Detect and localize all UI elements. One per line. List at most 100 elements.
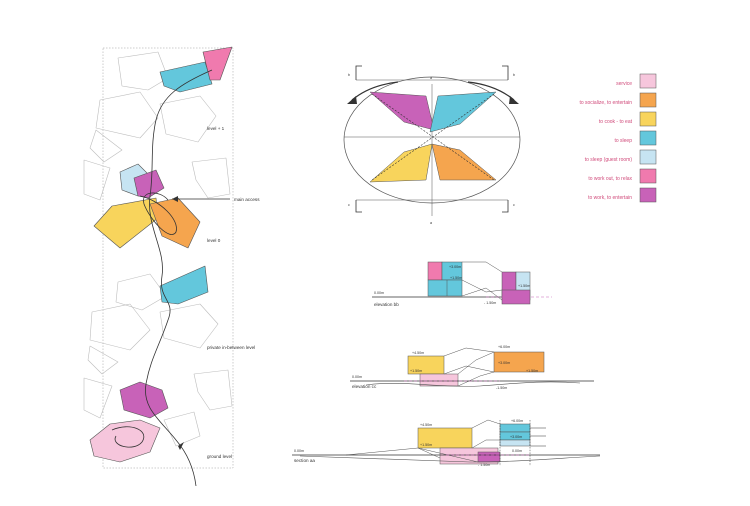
label-level-0: level 0 [207, 238, 221, 243]
level-mark: -1.50m [496, 386, 507, 390]
stack-guide-box [102, 47, 234, 469]
connector-line [443, 347, 495, 357]
main-access-arrowhead [172, 196, 178, 202]
bracket-b-left [355, 65, 362, 80]
datum-label: 0.00m [352, 375, 362, 379]
mark-a-bottom: a [430, 221, 432, 225]
outline-shape [159, 303, 219, 349]
connector-line [462, 261, 503, 273]
level-mark: +3.00m [449, 265, 461, 269]
outline-shape [83, 159, 111, 201]
legend-item-sleep: to sleep [614, 130, 657, 146]
level-mark: +1.50m [526, 369, 538, 373]
mark-a-top: a [430, 76, 432, 80]
outline-shape [89, 129, 123, 163]
bracket-c-left [355, 200, 362, 213]
mark-c-right: c [513, 203, 515, 207]
legend-label: service [616, 81, 632, 87]
elevation-bb-title: elevation bb [374, 302, 399, 307]
guest-block [499, 439, 531, 447]
terrain-line [365, 381, 581, 387]
service-block [419, 373, 459, 387]
datum-label: 0.00m [374, 291, 384, 295]
rotate-right-arrowhead [509, 96, 519, 104]
level-mark: +4.50m [412, 351, 424, 355]
level-mark: +1.50m [518, 284, 530, 288]
legend-swatch-sleep [639, 130, 657, 146]
level-mark: - 1.50m [478, 463, 490, 467]
legend-item-socialize: to socialize, to entertain [579, 92, 657, 108]
level-mark: +4.50m [420, 423, 432, 427]
elevation-cc-title: elevation cc [352, 384, 377, 389]
legend-swatch-work [639, 187, 657, 203]
level-mark: - 1.50m [484, 301, 496, 305]
sleep-shape [159, 61, 213, 93]
outline-shape [87, 345, 119, 375]
section-aa: 0.00m +6.00m +4.50m +3.00m +1.50m 0.00m … [292, 419, 601, 467]
mark-b-right: b [513, 73, 515, 77]
legend-item-work: to work, to entertain [588, 187, 657, 203]
mark-b-left: b [348, 73, 350, 77]
level-mark: +3.00m [510, 435, 522, 439]
connector-line [457, 351, 495, 375]
legend-swatch-workout [639, 168, 657, 184]
rotate-left-arrowhead [347, 96, 357, 104]
path-arrowhead [178, 442, 184, 450]
access-loop [139, 192, 177, 235]
connector-line [471, 419, 501, 429]
label-private: private in-between level [207, 345, 255, 350]
ground-loop [111, 426, 145, 448]
sleep-block [427, 279, 463, 297]
vertical-stack: level + 1 main access level 0 private in… [83, 46, 260, 487]
legend-item-service: service [616, 73, 657, 89]
socialize-block [493, 351, 545, 373]
outline-shape [193, 369, 233, 411]
terrain-line [299, 455, 601, 463]
level-mark: +1.50m [410, 369, 422, 373]
level-mark: +3.00m [498, 361, 510, 365]
level-mark: +1.50m [420, 443, 432, 447]
connector-line [457, 371, 495, 387]
bracket-b-right [502, 65, 509, 80]
legend-item-workout: to work out, to relax [588, 168, 657, 184]
outline-shape [163, 411, 201, 447]
outline-shape [117, 51, 169, 91]
datum-label: 0.00m [294, 449, 304, 453]
bracket-c-right [502, 200, 509, 213]
level-mark: +1.50m [450, 276, 462, 280]
legend-item-cook: to cook - to eat [599, 111, 657, 127]
legend-label: to work, to entertain [588, 195, 632, 201]
elevation-bb: 0.00m +3.00m +1.50m - 1.50m +1.50m eleva… [372, 261, 552, 307]
label-level-plus1: level + 1 [207, 126, 225, 131]
socialize-shape [149, 197, 201, 249]
plan-diagram: a a b b c c [343, 65, 521, 225]
legend-label: to socialize, to entertain [579, 100, 632, 106]
connector-line [461, 287, 503, 301]
connector-line [443, 365, 495, 375]
ground-level-group: ground level [83, 369, 233, 463]
legend-swatch-cook [639, 111, 657, 127]
level-mark: +6.00m [498, 345, 510, 349]
legend-label: to work out, to relax [588, 176, 632, 182]
connector-line [461, 279, 503, 293]
work-petal [369, 91, 435, 131]
section-aa-title: section aa [294, 458, 315, 463]
work-shape [119, 381, 169, 419]
sleep-shape [159, 265, 209, 305]
connector-line [471, 439, 500, 449]
outline-shape [83, 377, 113, 419]
sleep-petal [429, 91, 497, 133]
work-block [477, 451, 501, 463]
circulation-path [145, 69, 213, 487]
diagonal-dash [371, 93, 495, 181]
private-level-group: private in-between level [87, 265, 255, 375]
legend-label: to sleep [614, 138, 632, 144]
level-mark: 0.00m [512, 449, 522, 453]
cook-petal [369, 143, 433, 183]
workout-block [427, 261, 443, 281]
mark-c-left: c [348, 203, 350, 207]
elevation-cc: 0.00m +6.00m +4.50m +1.50m +3.00m -1.50m… [350, 345, 594, 390]
sleep-block [499, 423, 531, 433]
